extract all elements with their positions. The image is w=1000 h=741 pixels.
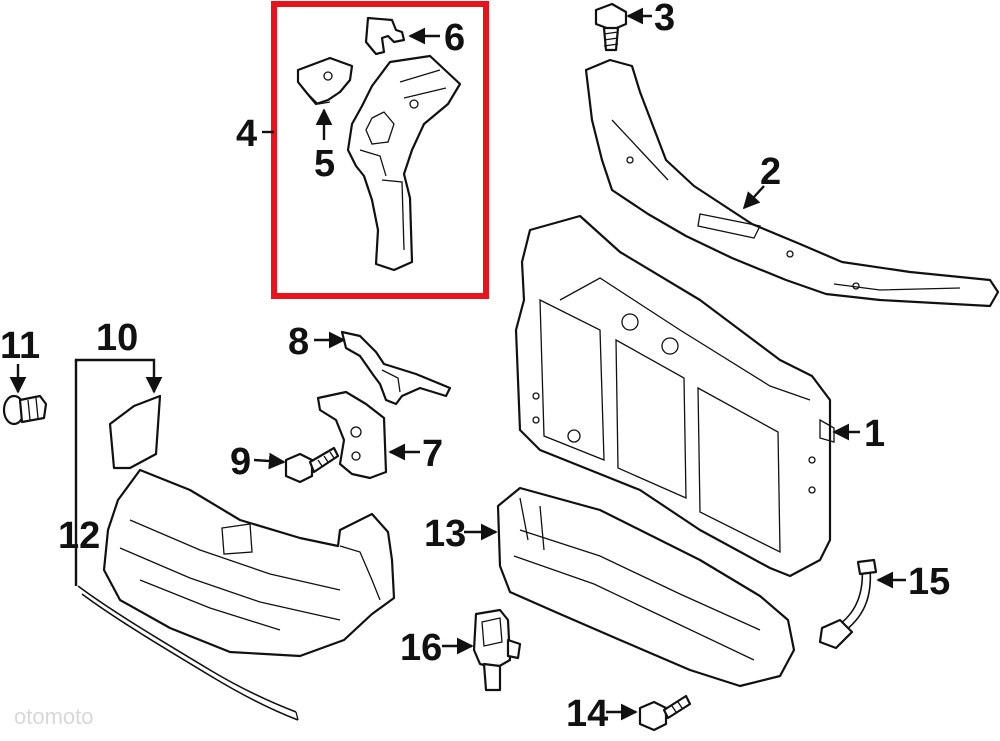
callout-13: 13 <box>424 513 466 555</box>
callout-8: 8 <box>288 321 309 363</box>
callout-3: 3 <box>654 0 675 39</box>
callout-11: 11 <box>0 325 40 367</box>
callout-5: 5 <box>314 143 335 185</box>
part-2-upper-tie-bar <box>584 58 1000 308</box>
callout-9: 9 <box>230 441 251 483</box>
callout-14: 14 <box>566 693 608 735</box>
part-6-clip <box>364 16 406 56</box>
part-8-bracket <box>340 330 452 406</box>
part-4-side-support <box>346 54 462 272</box>
callout-15: 15 <box>908 561 950 603</box>
highlight-box <box>271 1 489 299</box>
callout-10: 10 <box>96 317 138 359</box>
callout-1: 1 <box>864 413 885 455</box>
callout-16: 16 <box>400 627 442 669</box>
leader-lines <box>9 7 906 721</box>
part-1-radiator-support <box>514 214 835 578</box>
part-10-deflector <box>102 394 396 658</box>
part-12-seal-strip <box>77 585 299 721</box>
callout-2: 2 <box>760 151 781 193</box>
callout-6: 6 <box>444 17 465 59</box>
part-13-lower-deflector <box>496 486 796 688</box>
part-15-harness <box>818 558 878 650</box>
watermark: otomoto <box>14 704 94 729</box>
part-9-bolt <box>284 446 340 484</box>
part-5-bracket <box>296 56 354 106</box>
callout-labels: 1 2 3 4 5 6 7 8 9 10 11 12 13 14 15 16 <box>0 0 950 735</box>
part-3-bolt <box>594 2 628 52</box>
callout-12: 12 <box>58 515 100 557</box>
part-11-clip <box>2 394 48 426</box>
part-14-bolt <box>638 694 692 732</box>
callout-7: 7 <box>422 433 443 475</box>
part-7-bracket <box>316 390 388 480</box>
part-16-sensor <box>472 608 522 692</box>
callout-4: 4 <box>236 113 257 155</box>
